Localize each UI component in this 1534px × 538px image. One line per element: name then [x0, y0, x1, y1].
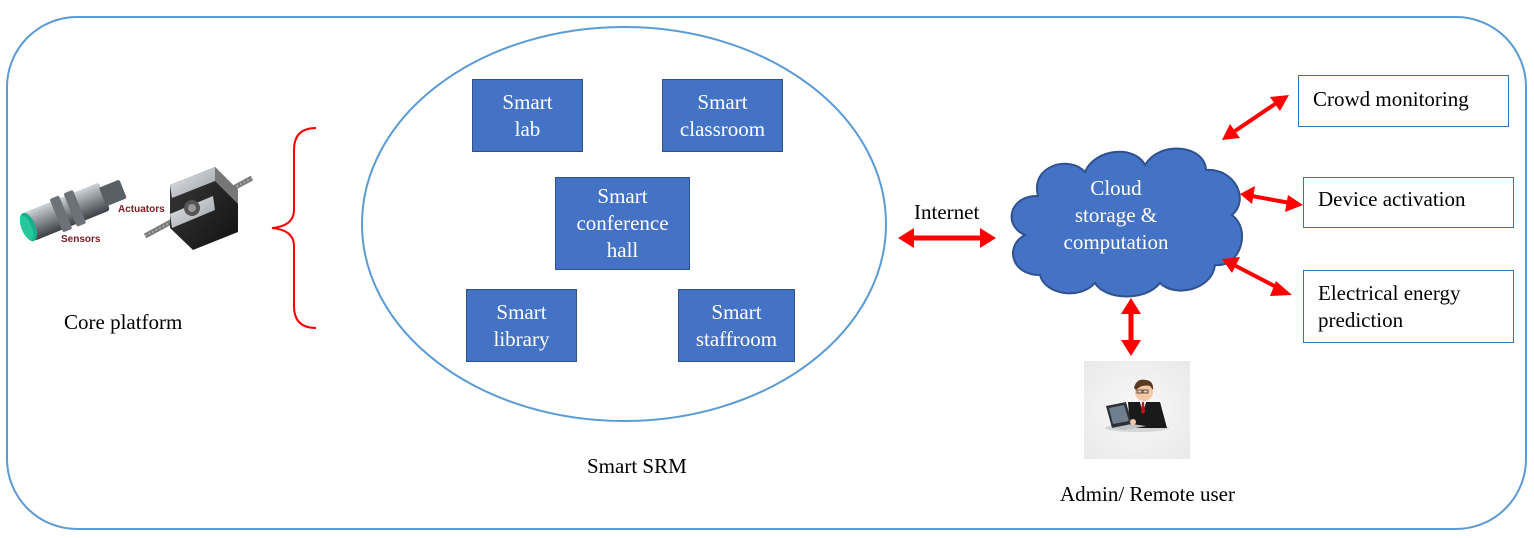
internet-arrow — [898, 228, 996, 248]
cloud-label: Cloud storage & computation — [1063, 176, 1169, 254]
grouping-brace — [271, 127, 317, 329]
actuator-image — [143, 167, 254, 250]
sensor-image — [19, 180, 127, 242]
smart-library-box: Smart library — [466, 289, 577, 362]
device-activation-box: Device activation — [1303, 177, 1514, 228]
device-arrow — [1240, 186, 1303, 212]
internet-label: Internet — [914, 200, 980, 224]
smart-conference-hall-box: Smart conference hall — [555, 177, 690, 270]
actuators-label: Actuators — [118, 204, 165, 215]
sensors-label: Sensors — [61, 234, 101, 245]
admin-user-image — [1084, 361, 1190, 459]
crowd-arrow — [1222, 95, 1289, 140]
smart-lab-box: Smart lab — [472, 79, 583, 152]
core-platform-label: Core platform — [64, 310, 183, 334]
energy-arrow — [1222, 257, 1292, 296]
admin-remote-user-label: Admin/ Remote user — [1060, 482, 1235, 506]
smart-classroom-box: Smart classroom — [662, 79, 783, 152]
user-arrow — [1121, 298, 1141, 356]
smart-staffroom-box: Smart staffroom — [678, 289, 795, 362]
cloud-shape — [1010, 147, 1243, 298]
smart-srm-label: Smart SRM — [587, 454, 687, 478]
electrical-energy-prediction-box: Electrical energy prediction — [1303, 270, 1514, 343]
crowd-monitoring-box: Crowd monitoring — [1298, 75, 1509, 127]
